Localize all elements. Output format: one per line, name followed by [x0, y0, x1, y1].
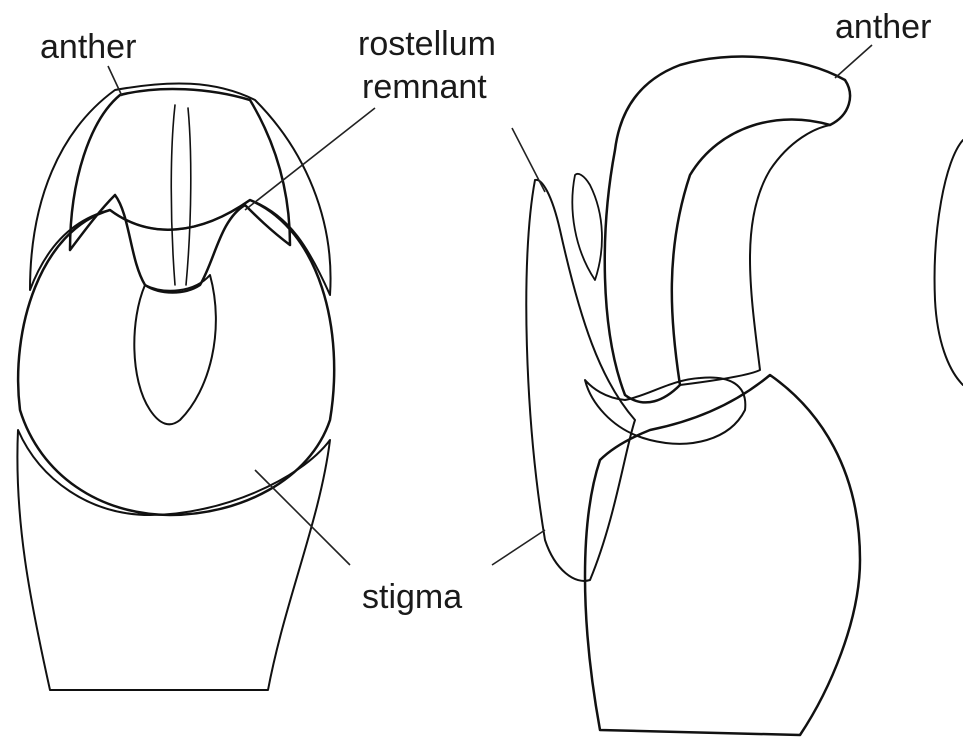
column-body-side	[585, 375, 860, 735]
leader-rostellum	[245, 108, 375, 210]
leader-anther-left	[108, 66, 122, 96]
pollinia-knob	[585, 377, 745, 443]
front-view	[17, 83, 334, 690]
column-wing	[572, 174, 602, 280]
leader-rostellum-side	[512, 128, 545, 192]
rostellum-remnant	[134, 275, 216, 424]
anther-inner-curve	[680, 125, 830, 385]
stigma-disc	[18, 200, 334, 515]
label-rostellum-line2: remnant	[362, 68, 487, 106]
anther-slit	[171, 105, 191, 285]
anther-front	[70, 89, 290, 293]
partial-view-outline	[935, 140, 963, 385]
leader-stigma-right	[492, 530, 545, 565]
leader-anther-right	[835, 45, 872, 78]
side-view	[526, 57, 860, 735]
label-anther-right: anther	[835, 8, 931, 46]
label-anther-left: anther	[40, 28, 136, 66]
column-body-front	[17, 430, 330, 690]
leader-stigma-left	[255, 470, 350, 565]
anther-side	[605, 57, 850, 403]
label-rostellum-line1: rostellum	[358, 25, 496, 63]
label-stigma: stigma	[362, 578, 462, 616]
